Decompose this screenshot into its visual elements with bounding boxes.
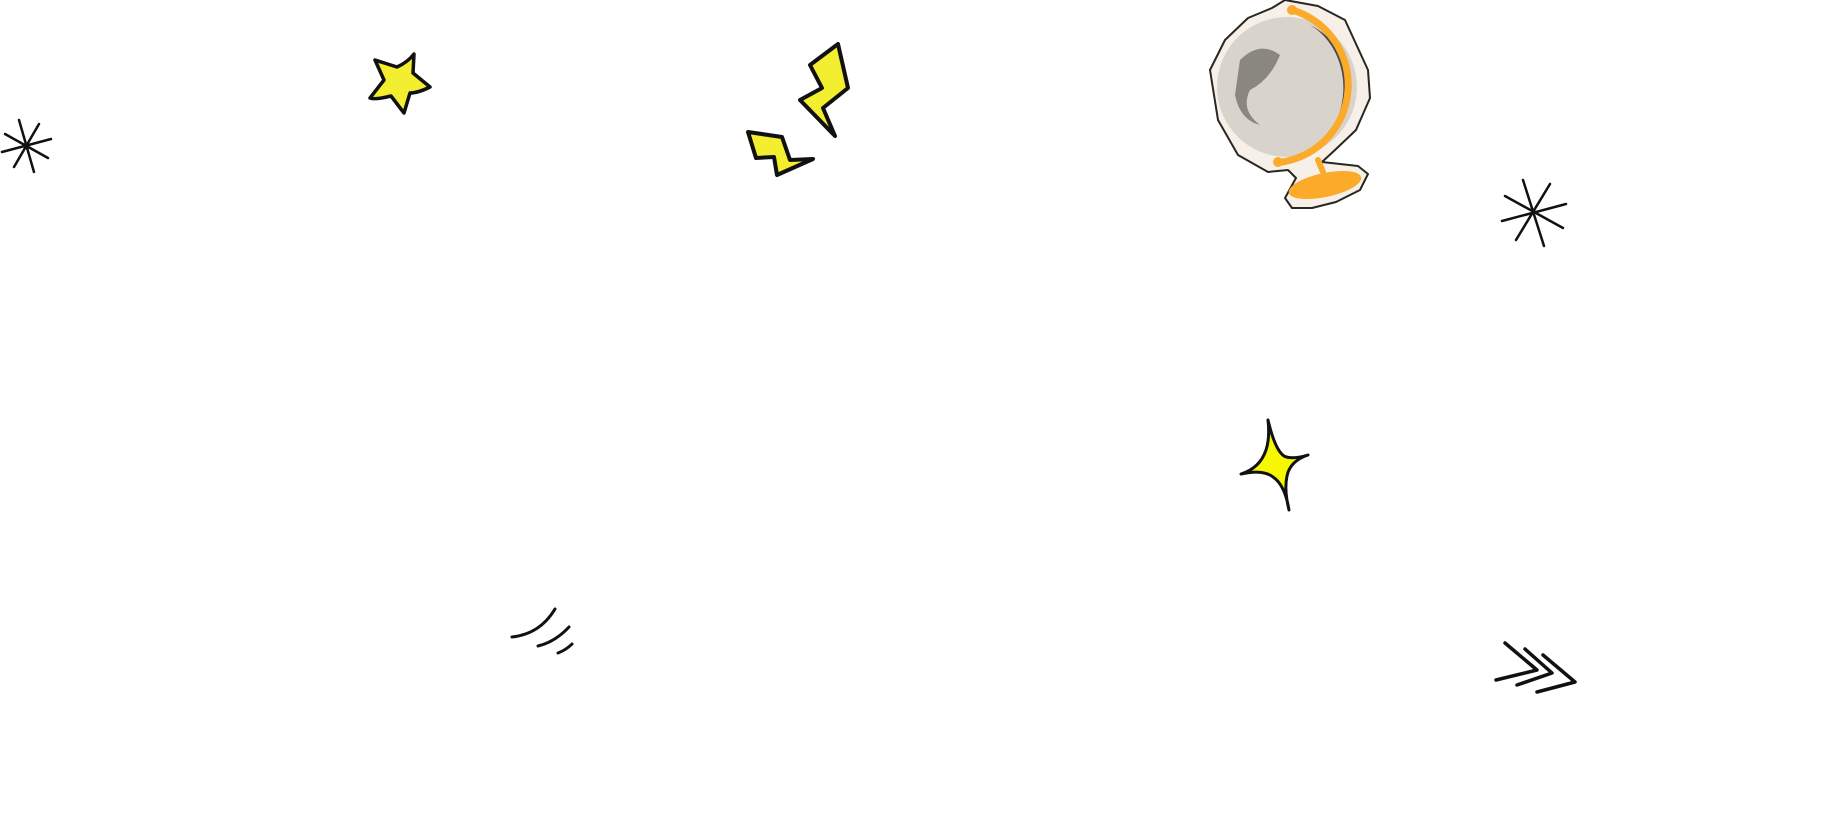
asterisk-icon [1500, 178, 1568, 248]
double-chevron-right-icon [1494, 641, 1577, 694]
sparkle-icon [1239, 418, 1310, 512]
globe-icon [1209, 0, 1371, 209]
star-icon [368, 52, 432, 115]
motion-lines-icon [510, 607, 574, 655]
lightning-bolt-icon [798, 42, 850, 138]
asterisk-icon [0, 118, 53, 174]
lightning-bolt-icon [746, 130, 815, 177]
